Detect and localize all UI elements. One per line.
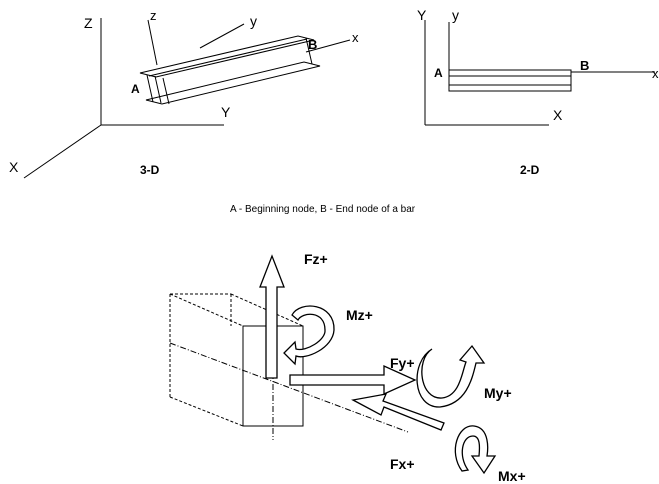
panel-3d <box>23 18 351 179</box>
fy-arrow <box>289 364 417 396</box>
label-fz: Fz+ <box>304 251 328 267</box>
fz-arrow <box>259 254 285 379</box>
label-global-x-2d: X <box>553 107 563 123</box>
label-node-b-2d: B <box>580 58 589 73</box>
label-local-x-3d: x <box>352 30 359 45</box>
panel-2d <box>424 20 655 126</box>
local-x-axis <box>305 39 351 53</box>
label-node-a-3d: A <box>131 82 140 96</box>
label-my: My+ <box>484 385 512 401</box>
label-global-z: Z <box>84 15 93 31</box>
mz-moment-arrow <box>283 305 335 366</box>
local-y-axis <box>199 23 245 49</box>
label-global-x: X <box>9 159 19 175</box>
caption-3d: 3-D <box>140 163 160 177</box>
label-local-y-2d: y <box>452 7 459 23</box>
label-node-b-3d: B <box>308 37 317 52</box>
label-mx: Mx+ <box>498 468 526 484</box>
fx-arrow <box>351 393 445 431</box>
label-local-z: z <box>150 8 157 23</box>
label-fy: Fy+ <box>390 355 415 371</box>
label-node-a-2d: A <box>434 66 443 80</box>
label-local-x-2d: x <box>652 66 659 81</box>
local-z-axis <box>147 19 158 66</box>
my-moment-arrow <box>416 344 486 408</box>
label-fx: Fx+ <box>390 456 415 472</box>
label-global-y-2d: Y <box>417 7 427 23</box>
global-x-axis <box>23 124 102 179</box>
label-global-y: Y <box>221 104 231 120</box>
label-local-y: y <box>250 13 257 29</box>
node-legend: A - Beginning node, B - End node of a ba… <box>230 204 416 215</box>
bar-2d <box>448 69 572 92</box>
i-beam-3d <box>139 35 321 105</box>
label-mz: Mz+ <box>346 307 373 323</box>
caption-2d: 2-D <box>520 163 540 177</box>
mx-moment-arrow <box>454 425 497 475</box>
